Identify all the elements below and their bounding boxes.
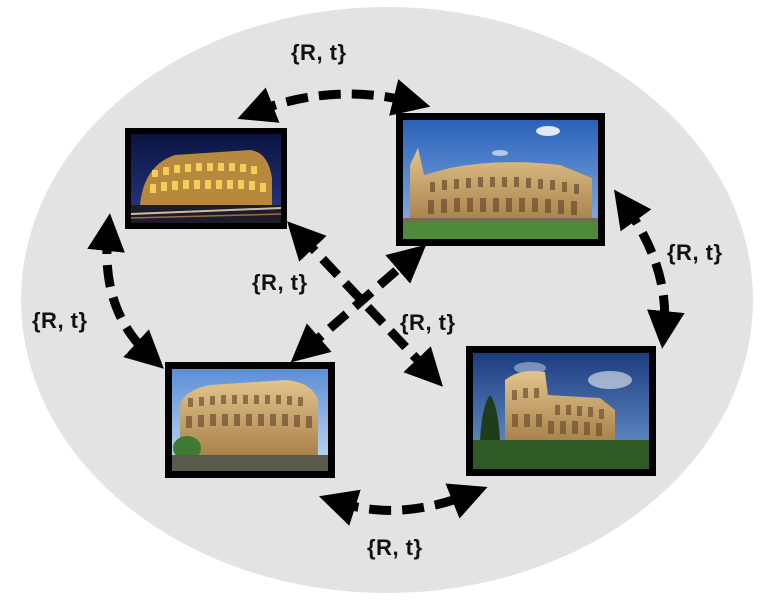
arrow-left (87, 213, 164, 369)
arrows-layer (87, 79, 685, 526)
edge-label-bottom: {R, t} (367, 535, 423, 560)
colosseum-night-photo (125, 128, 287, 229)
edge-label-center-left: {R, t} (252, 270, 308, 295)
colosseum-sunset-photo-bottom-right (466, 346, 656, 476)
edge-label-right: {R, t} (667, 240, 723, 265)
edge-label-top: {R, t} (291, 40, 347, 65)
colosseum-day-photo-top-right (396, 113, 605, 246)
arrow-top (237, 79, 431, 123)
arrow-right (614, 189, 685, 349)
edge-label-center-right: {R, t} (400, 310, 456, 335)
colosseum-day-photo-bottom-left (165, 362, 335, 478)
arrow-bottom (318, 483, 488, 526)
edge-label-left: {R, t} (32, 308, 88, 333)
arrow-diagonal-b (290, 244, 427, 363)
